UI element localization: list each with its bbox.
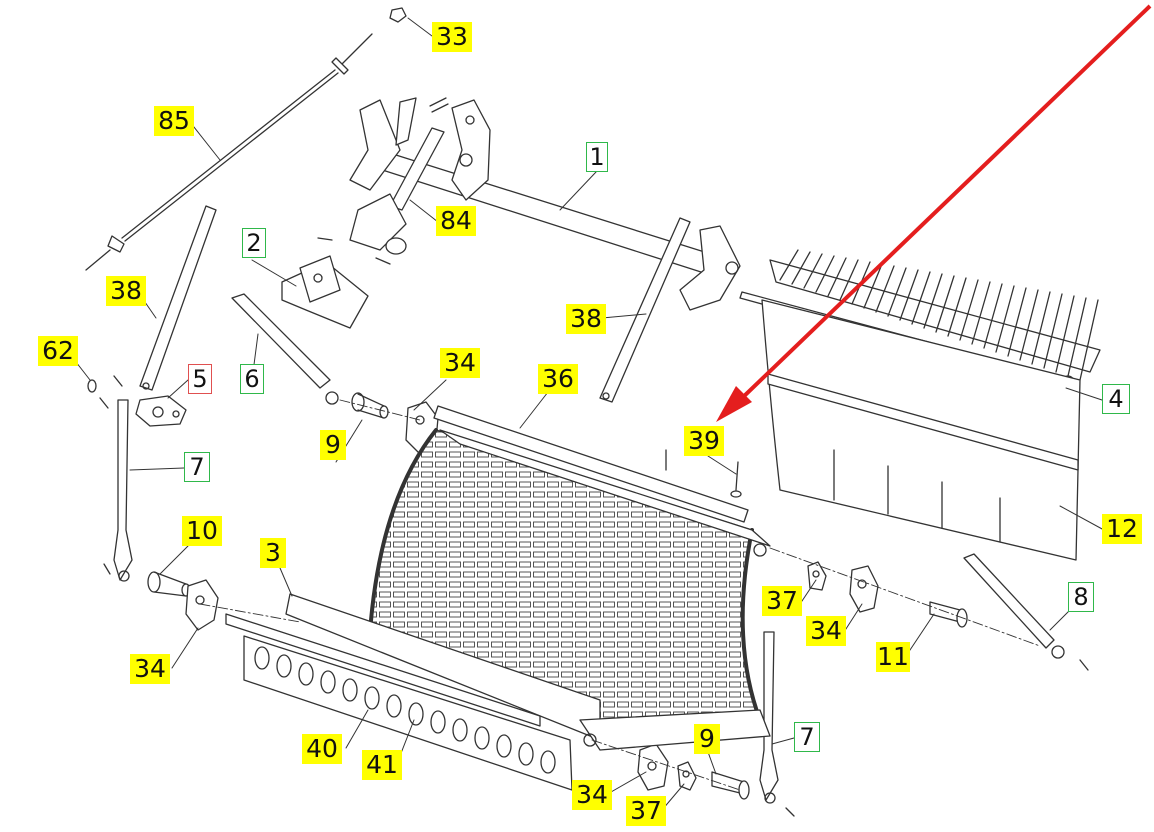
callout-39: 39	[684, 426, 724, 456]
alignment-lines	[199, 399, 1041, 791]
bracket-part-2	[281, 237, 391, 329]
ring-part-62	[87, 375, 123, 409]
callout-7-left: 7	[184, 452, 210, 482]
callout-34-top: 34	[440, 348, 480, 378]
callout-34-bottom: 34	[572, 780, 612, 810]
callout-62: 62	[38, 336, 78, 366]
lever-part-5	[135, 395, 187, 427]
callout-6: 6	[240, 364, 264, 394]
callout-11: 11	[876, 642, 910, 672]
leader-lines	[75, 17, 1105, 811]
callout-4: 4	[1102, 384, 1130, 414]
callout-3: 3	[260, 538, 286, 568]
rubber-curtain-part-12	[761, 299, 1081, 561]
strip-part-41	[225, 613, 541, 727]
red-pointer-arrow	[716, 4, 1152, 422]
control-cable-part-85	[85, 33, 373, 271]
clip-part-37-right	[807, 561, 827, 591]
callout-12: 12	[1102, 514, 1142, 544]
callout-5: 5	[188, 364, 212, 394]
pin-part-11	[929, 601, 968, 628]
callout-84: 84	[436, 206, 476, 236]
link-rod-part-38-right	[599, 217, 691, 403]
callout-41: 41	[362, 750, 402, 780]
callout-37-bottom: 37	[626, 796, 666, 826]
actuator-part-84	[349, 127, 445, 255]
callout-36: 36	[538, 364, 578, 394]
bolts-part-39	[665, 449, 742, 498]
callout-33: 33	[432, 22, 472, 52]
link-rod-part-38-left	[139, 205, 217, 391]
callout-34-left: 34	[130, 654, 170, 684]
callout-9-bottom: 9	[694, 724, 720, 754]
callout-2: 2	[242, 228, 266, 258]
tie-rod-part-7-right	[759, 631, 795, 817]
link-part-6	[231, 293, 339, 405]
link-part-8	[963, 553, 1089, 671]
callout-1: 1	[586, 142, 608, 172]
tie-rod-part-7-left	[103, 399, 133, 582]
callout-38-left: 38	[106, 276, 146, 306]
callout-34-right: 34	[806, 616, 846, 646]
callout-40: 40	[302, 734, 342, 764]
callout-9-top: 9	[320, 430, 346, 460]
callout-7-right: 7	[794, 722, 820, 752]
nut-part-33	[389, 7, 407, 23]
callout-10: 10	[182, 516, 222, 546]
callout-85: 85	[154, 106, 194, 136]
main-shaft-part-1	[349, 97, 741, 311]
concave-grate-part-3	[285, 428, 771, 751]
plate-part-34-right	[849, 565, 879, 613]
strip-part-36	[433, 405, 749, 523]
callout-38-right: 38	[566, 304, 606, 334]
plate-part-34-left	[185, 579, 219, 631]
clip-part-37-bottom	[677, 761, 697, 791]
callout-8: 8	[1068, 582, 1094, 612]
callout-37-right: 37	[762, 586, 802, 616]
